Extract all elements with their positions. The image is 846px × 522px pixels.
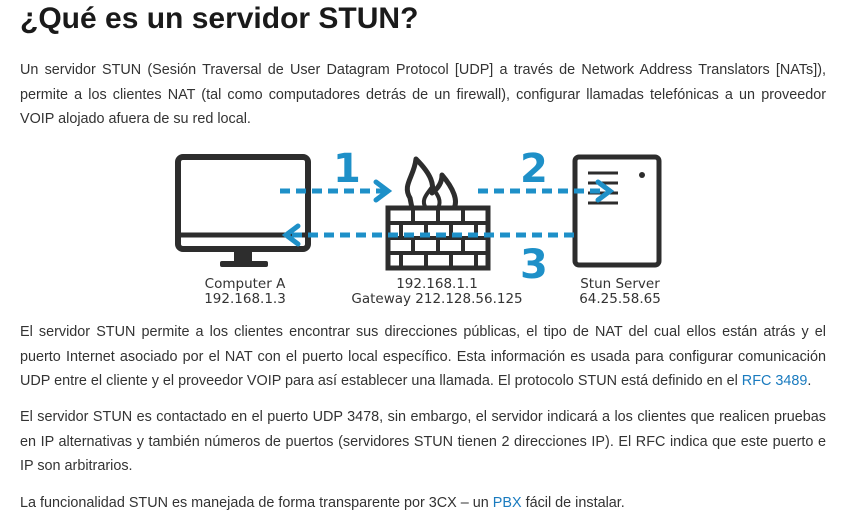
stun-port-paragraph: El servidor STUN es contactado en el pue…	[20, 409, 826, 475]
computer-icon	[175, 154, 311, 267]
stun-3cx-paragraph: La funcionalidad STUN es manejada de for…	[20, 491, 826, 516]
computer-name-label: Computer A	[205, 276, 286, 292]
stun-description-text: El servidor STUN permite a los clientes …	[20, 324, 826, 390]
step-2-label: 2	[520, 146, 548, 192]
intro-paragraph: Un servidor STUN (Sesión Traversal de Us…	[20, 62, 826, 128]
stun-3cx-text: La funcionalidad STUN es manejada de for…	[20, 495, 493, 511]
stun-3cx-end: fácil de instalar.	[521, 495, 625, 511]
server-name-label: Stun Server	[580, 276, 660, 292]
server-icon	[572, 154, 662, 268]
arrow-1-icon	[280, 179, 393, 203]
step-1-label: 1	[333, 146, 361, 192]
arrow-3-icon	[281, 223, 578, 247]
stun-diagram: 1 2 3 Computer A 192.168.1.3 192.168.1.1…	[175, 146, 662, 307]
pbx-link[interactable]: PBX	[492, 495, 522, 511]
server-ip-label: 64.25.58.65	[579, 291, 661, 307]
firewall-gateway-label: Gateway 212.128.56.125	[351, 291, 522, 307]
computer-ip-label: 192.168.1.3	[204, 291, 286, 307]
firewall-ip-label: 192.168.1.1	[396, 276, 478, 292]
stun-description-end: .	[807, 373, 812, 390]
step-3-label: 3	[520, 242, 548, 288]
arrow-2-icon	[478, 179, 615, 203]
firewall-icon	[385, 156, 491, 271]
page-title: ¿Qué es un servidor STUN?	[20, 2, 419, 35]
rfc-3489-link[interactable]: RFC 3489	[741, 373, 808, 390]
stun-description-paragraph: El servidor STUN permite a los clientes …	[20, 320, 826, 394]
